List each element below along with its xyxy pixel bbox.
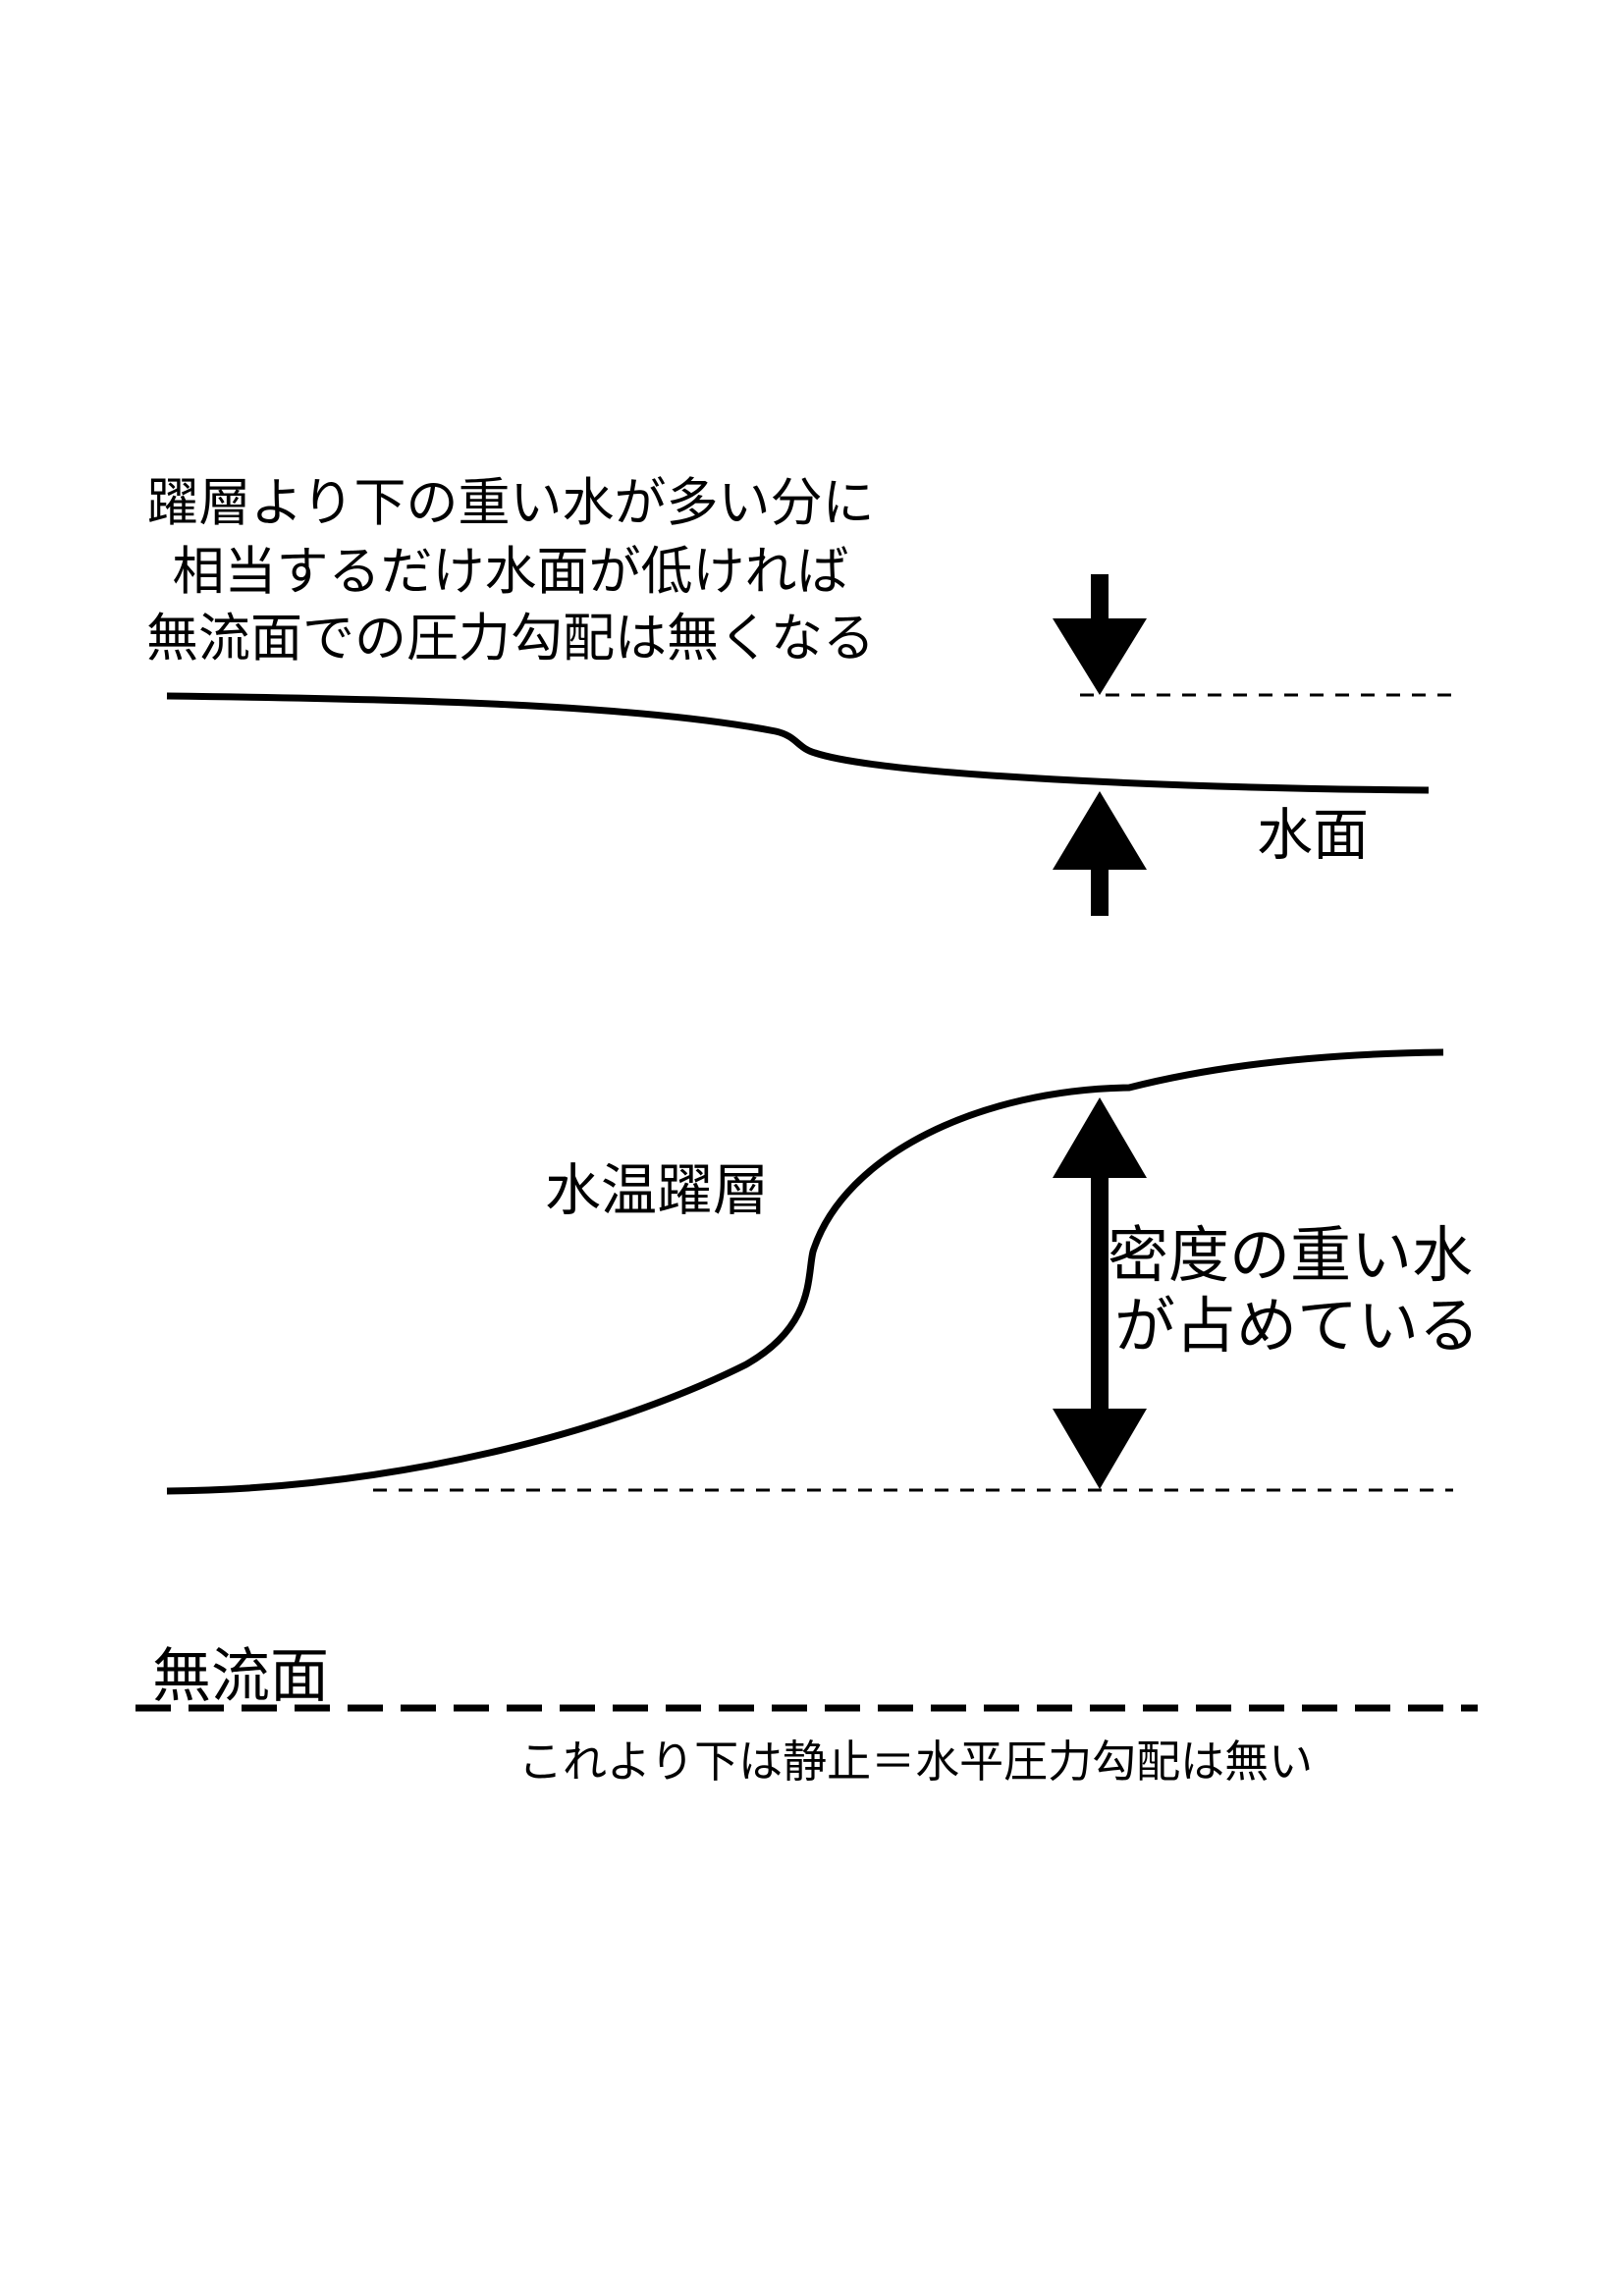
up-arrow-icon <box>1053 791 1147 916</box>
double-arrow-icon <box>1053 1097 1147 1489</box>
top-note-line-1: 躍層より下の重い水が多い分に <box>147 473 875 533</box>
below-note: これより下は静止＝水平圧力勾配は無い <box>518 1735 1313 1788</box>
down-arrow-icon <box>1053 574 1147 695</box>
thermocline-curve <box>166 1048 1444 1495</box>
top-note-line-2: 相当するだけ水面が低ければ <box>173 542 849 602</box>
water-surface-label: 水面 <box>1257 803 1369 868</box>
water-surface-curve <box>166 692 1430 794</box>
thermocline-label: 水温躍層 <box>545 1158 769 1223</box>
dense-water-label-line-2: が占めている <box>1114 1290 1480 1362</box>
no-flow-surface-label: 無流面 <box>152 1642 329 1711</box>
top-note-line-3: 無流面での圧力勾配は無くなる <box>146 609 875 668</box>
dense-water-label-line-1: 密度の重い水 <box>1108 1219 1473 1291</box>
